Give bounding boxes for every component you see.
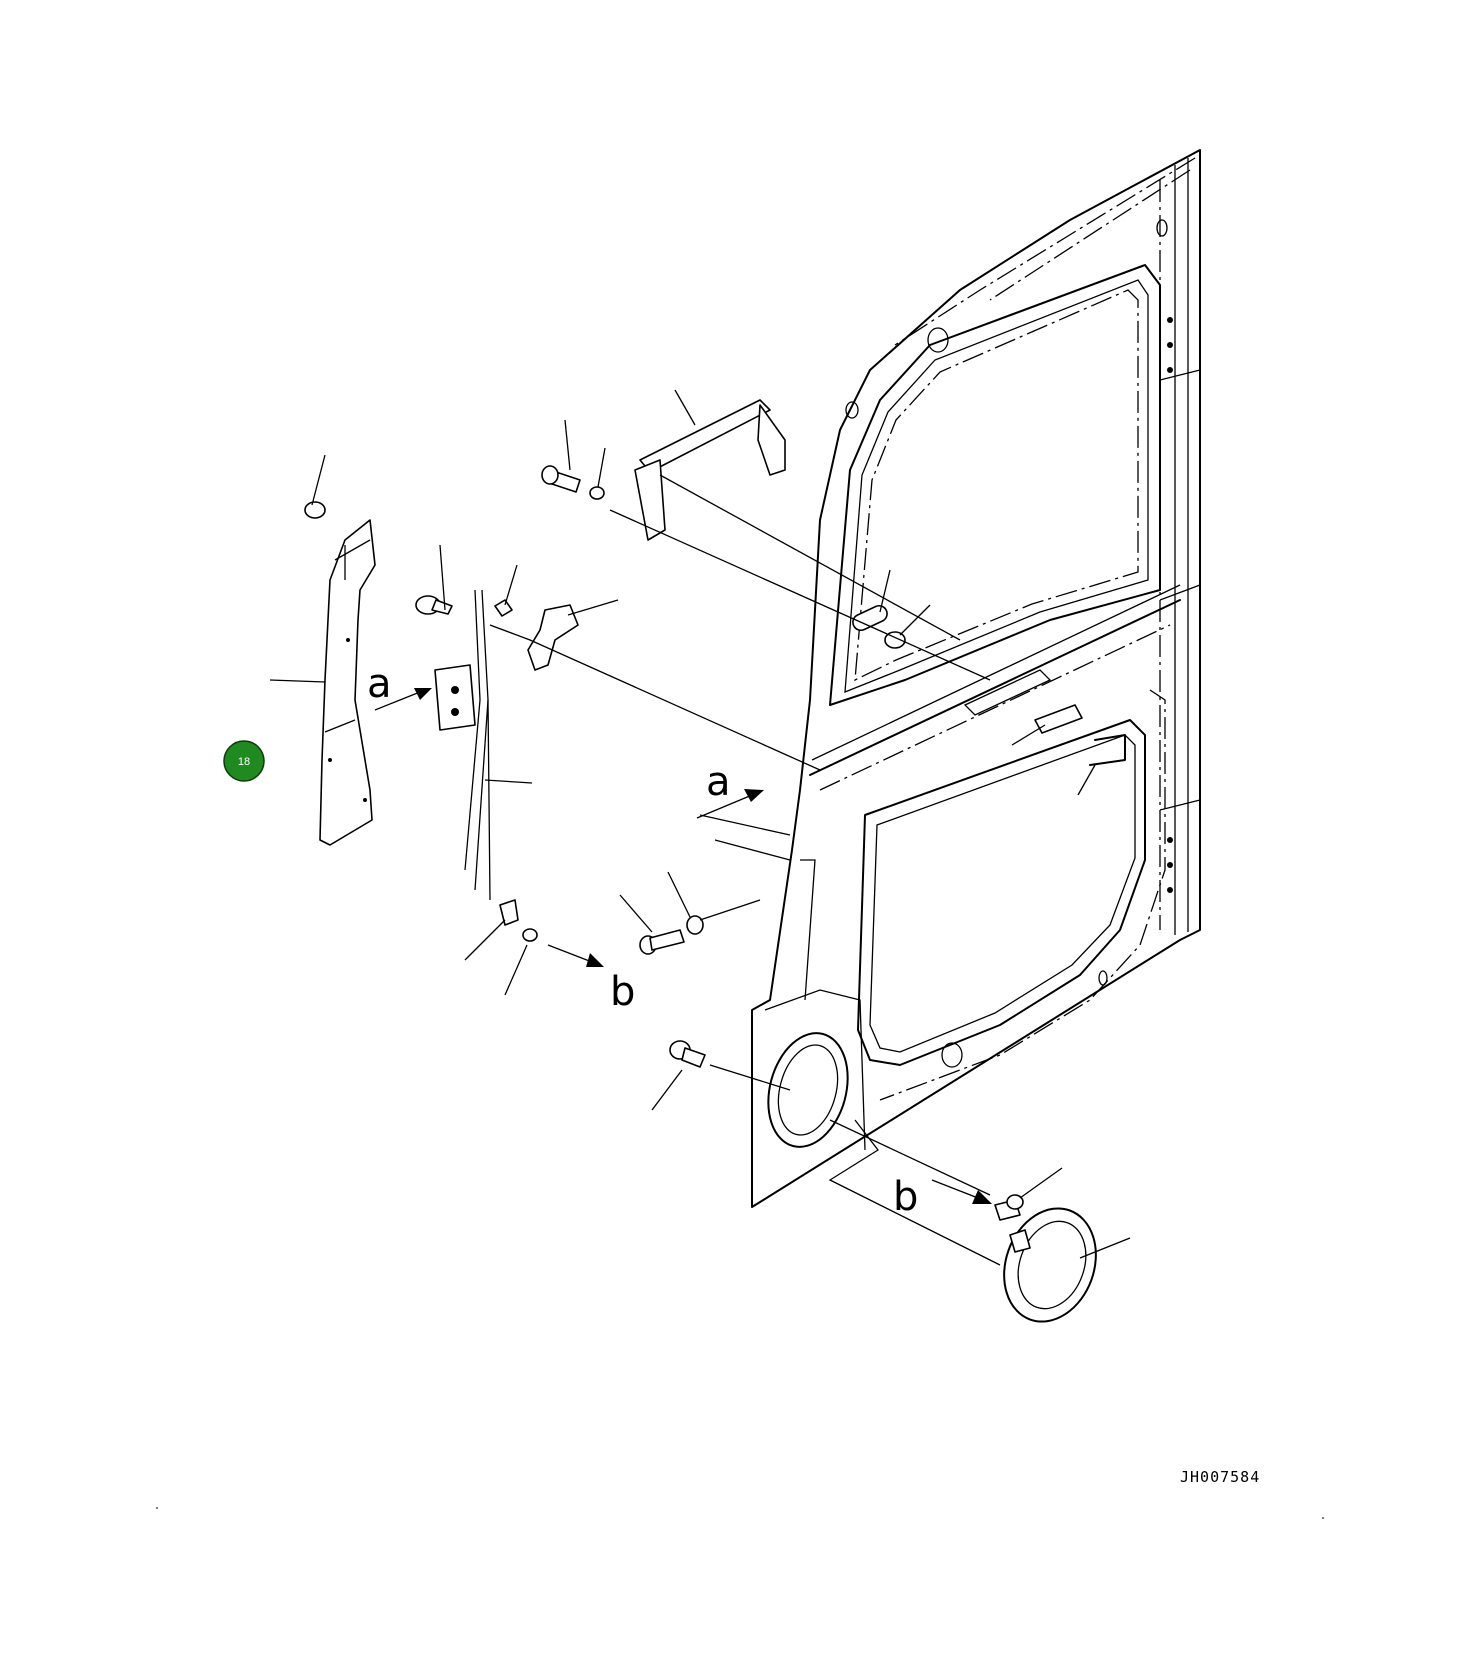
lock-bolt (415, 595, 453, 615)
plate-part (1034, 704, 1083, 734)
door-lock (434, 664, 476, 731)
lock-cover (1003, 1207, 1097, 1323)
rod-clip (499, 899, 519, 926)
arrow-b-right (931, 1179, 992, 1204)
clip-part (304, 501, 326, 519)
hinge-bolt (669, 1040, 706, 1068)
view-label-b-left: b (610, 969, 635, 1015)
washer-lower (686, 915, 704, 935)
nut-part (494, 599, 513, 617)
callout-circle[interactable] (223, 740, 265, 782)
trim-cover (319, 519, 376, 846)
assembly-lines (489, 474, 1001, 1266)
grab-handle (634, 399, 786, 541)
pad-part (852, 604, 888, 632)
lock-rods (464, 589, 491, 901)
door-panel (751, 149, 1201, 1208)
nut-middle (884, 631, 906, 649)
u-bolt (1089, 734, 1126, 766)
view-label-b-right: b (893, 1174, 918, 1220)
callout-number: 18 (238, 756, 250, 768)
drawing-code: JH007584 (1180, 1468, 1260, 1486)
lock-cylinder (994, 1194, 1024, 1221)
leader-lines (269, 389, 1131, 1259)
arrow-a-left (374, 688, 432, 711)
callout-badge[interactable]: 18 (223, 740, 265, 782)
view-label-a-left: a (367, 661, 392, 707)
arrow-b-left (547, 944, 604, 967)
washer-lower-left (522, 928, 538, 942)
handle-washer (589, 486, 605, 500)
arrow-a-right (696, 789, 764, 819)
bolt-lower (639, 929, 685, 955)
view-label-a-right: a (706, 759, 731, 805)
handle-bolt (541, 465, 581, 493)
striker-bracket (527, 604, 579, 671)
